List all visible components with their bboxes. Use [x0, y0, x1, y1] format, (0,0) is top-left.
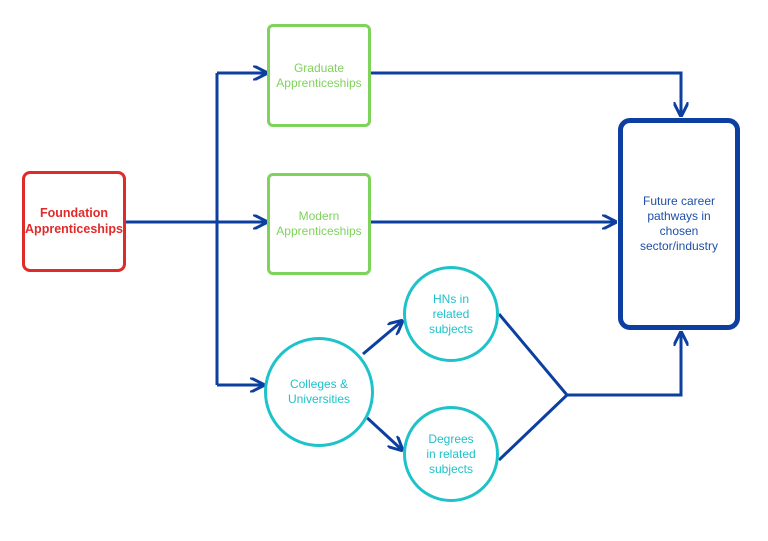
degrees-node: Degrees in related subjects: [403, 406, 499, 502]
graduate-apprenticeships-node: Graduate Apprenticeships: [267, 24, 371, 127]
modern-line-2: Apprenticeships: [276, 224, 362, 238]
hns-line-2: related: [432, 306, 470, 321]
future-career-pathways-node: Future career pathways in chosen sector/…: [618, 118, 740, 330]
foundation-line-2: Apprenticeships: [25, 221, 123, 236]
future-line-1: Future career: [642, 194, 716, 208]
future-line-3: chosen: [659, 224, 699, 238]
colleges-line-1: Colleges &: [289, 377, 348, 391]
arrow-merge-to-future: [567, 334, 681, 397]
hns-line-1: HNs in: [432, 291, 469, 306]
degrees-line-1: Degrees: [428, 431, 474, 446]
hns-node: HNs in related subjects: [403, 266, 499, 362]
degrees-line-3: subjects: [428, 461, 474, 476]
foundation-apprenticeships-node: Foundation Apprenticeships: [22, 171, 126, 272]
arrow-graduate-to-future: [371, 71, 681, 114]
hns-line-3: subjects: [428, 321, 474, 336]
arrow-colleges-to-degrees: [361, 412, 401, 449]
foundation-line-1: Foundation: [39, 205, 109, 220]
colleges-universities-node: Colleges & Universities: [264, 337, 374, 447]
graduate-line-1: Graduate: [293, 60, 345, 75]
graduate-line-2: Apprenticeships: [276, 75, 362, 90]
degrees-line-2: in related: [426, 446, 476, 461]
future-line-4: sector/industry: [639, 239, 719, 253]
colleges-line-2: Universities: [287, 392, 350, 406]
connector-merge: [497, 313, 570, 462]
arrow-colleges-to-hns: [362, 322, 401, 356]
modern-apprenticeships-node: Modern Apprenticeships: [267, 173, 371, 275]
future-line-2: pathways in: [647, 209, 711, 223]
modern-line-1: Modern: [298, 209, 340, 223]
